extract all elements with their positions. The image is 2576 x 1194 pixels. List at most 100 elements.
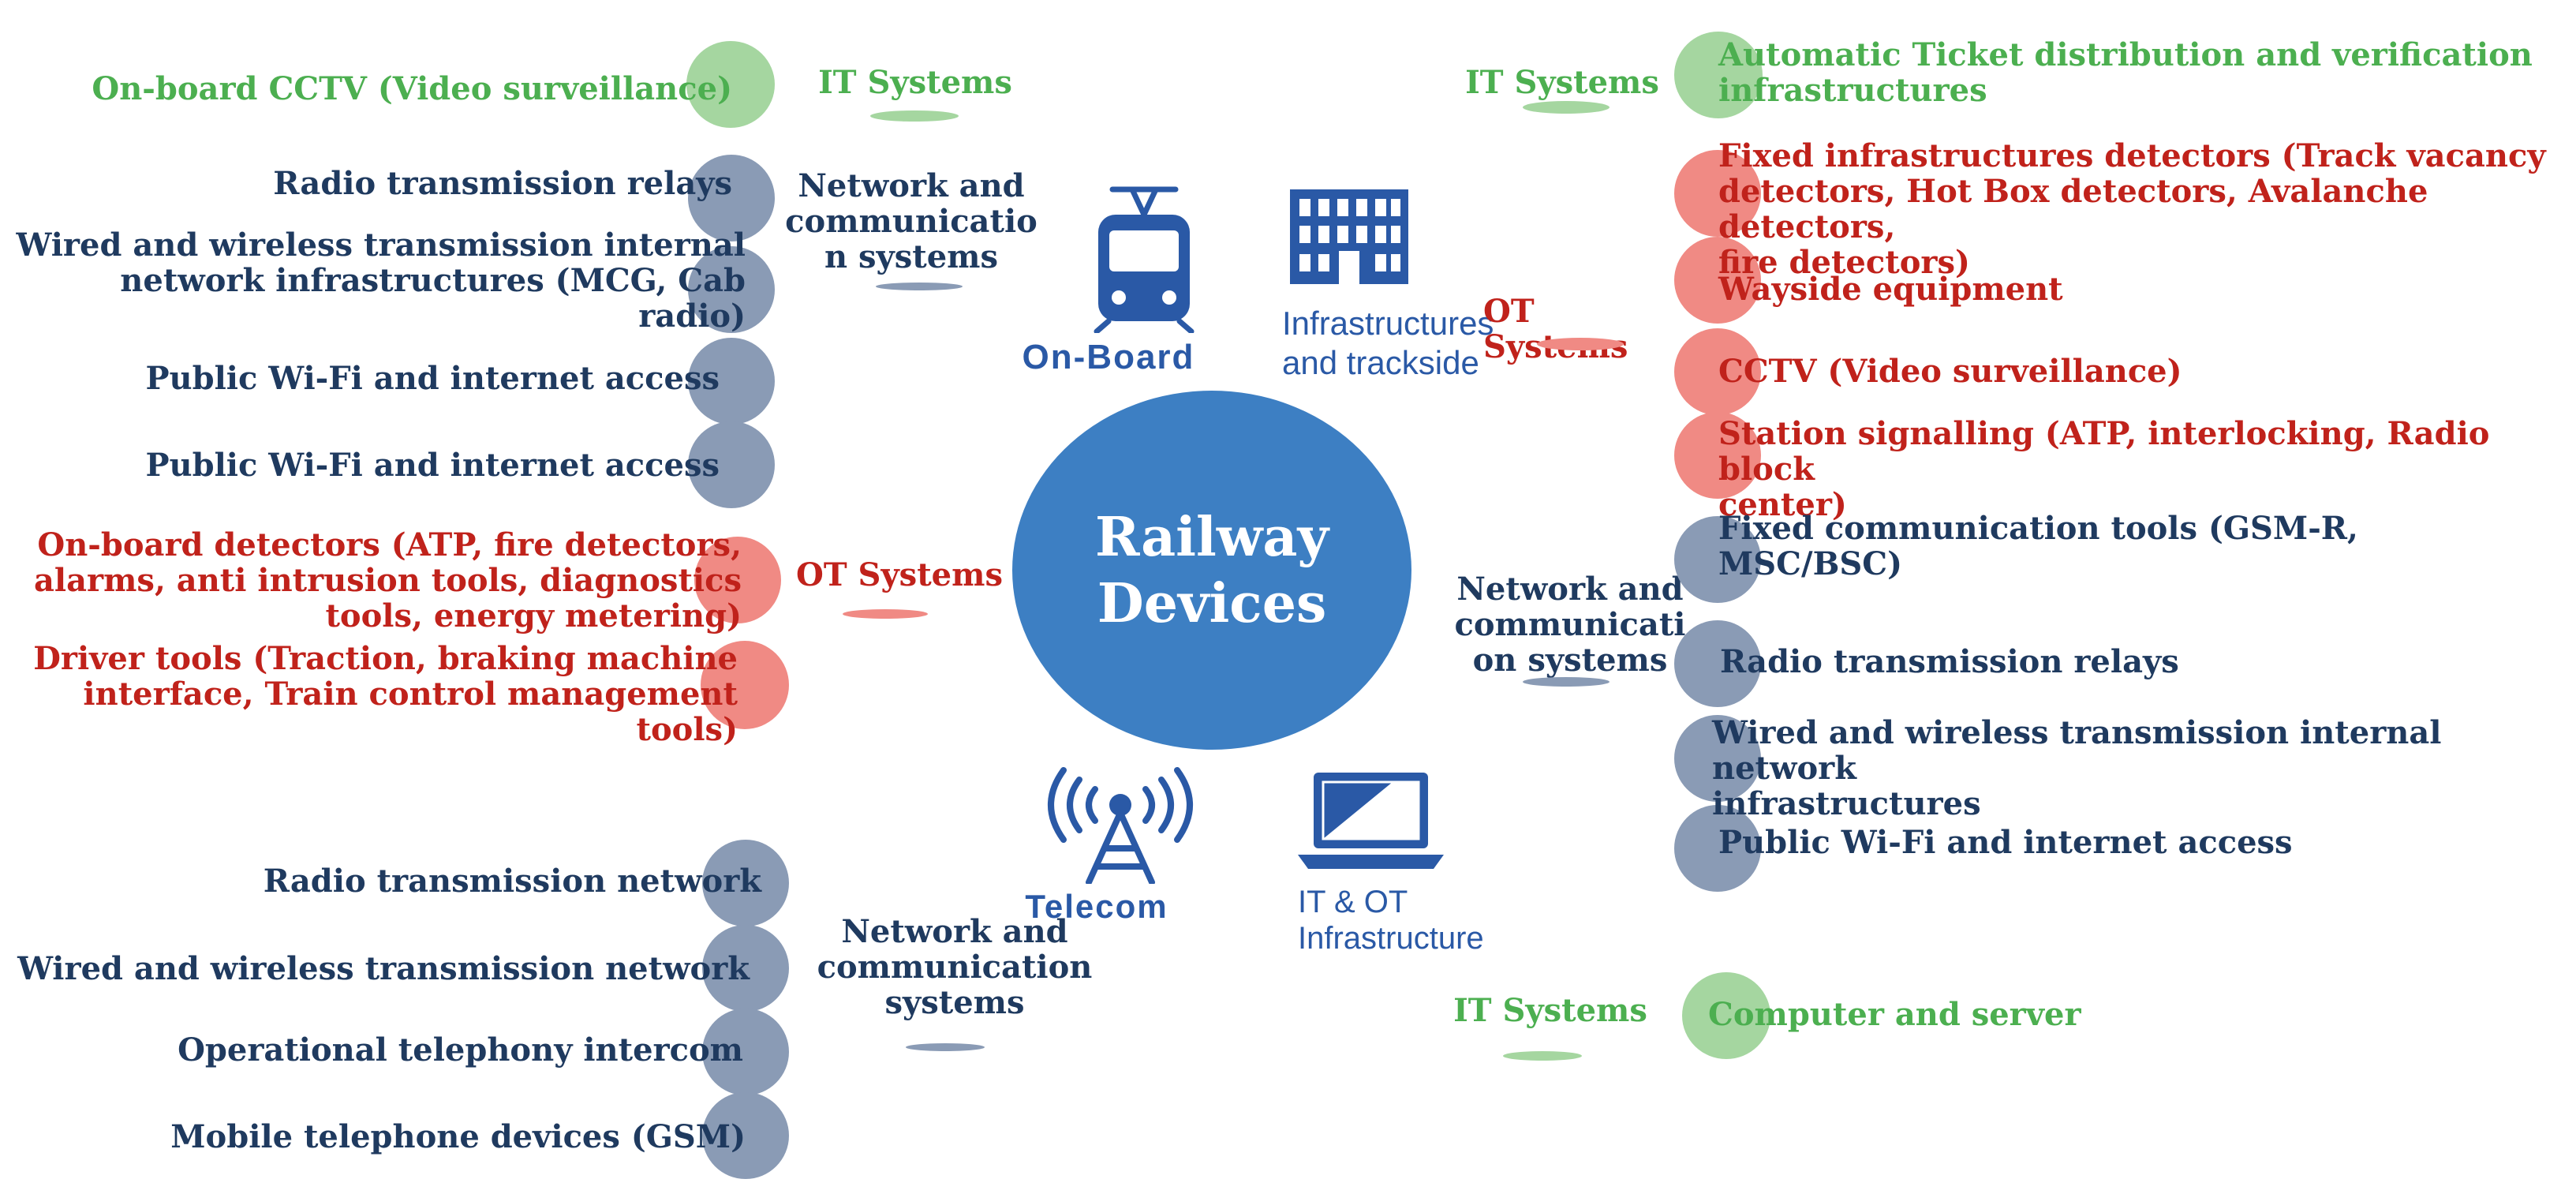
left-item-wired-line1: Wired and wireless transmission internal bbox=[16, 226, 746, 264]
right-dot-signalling bbox=[1674, 412, 1761, 499]
telecom-network-line3: systems bbox=[884, 984, 1025, 1021]
right-item-fixed-detectors-line1: Fixed infrastructures detectors (Track v… bbox=[1718, 137, 2546, 174]
center-node: Railway Devices bbox=[1012, 391, 1411, 750]
right-item-ticket-line2: infrastructures bbox=[1718, 72, 1987, 109]
infra-ot-category: OT Systems bbox=[1483, 293, 1628, 365]
right-item-ticket: Automatic Ticket distribution and verifi… bbox=[1718, 37, 2555, 108]
left-item-wired: Wired and wireless transmission internal… bbox=[16, 227, 746, 334]
right-dot-fixed-detectors bbox=[1674, 150, 1761, 237]
right-item-radio-relays: Radio transmission relays bbox=[1720, 643, 2179, 680]
infra-it-category: IT Systems bbox=[1465, 64, 1659, 101]
itot-it-category: IT Systems bbox=[1453, 992, 1647, 1029]
left-item-wired-network: Wired and wireless transmission network bbox=[17, 950, 750, 987]
onboard-it-category: IT Systems bbox=[818, 64, 1012, 101]
train-icon bbox=[1094, 186, 1195, 333]
left-item-detectors-line2: alarms, anti intrusion tools, diagnostic… bbox=[34, 562, 742, 599]
itot-it-underline bbox=[1503, 1051, 1582, 1061]
left-dot-mobile bbox=[702, 1092, 789, 1179]
left-item-detectors-line3: tools, energy metering) bbox=[325, 597, 742, 634]
left-dot-cctv bbox=[686, 41, 775, 128]
telecom-network-line1: Network and bbox=[841, 913, 1068, 950]
telecom-network-line2: communication bbox=[817, 949, 1093, 986]
right-item-wifi: Public Wi-Fi and internet access bbox=[1718, 824, 2293, 861]
left-item-wired-line2: network infrastructures (MCG, Cab radio) bbox=[120, 262, 746, 335]
onboard-ot-underline bbox=[843, 609, 928, 619]
left-item-driver: Driver tools (Traction, braking machine … bbox=[8, 641, 738, 747]
itot-network-category: Network and communicati on systems bbox=[1420, 571, 1720, 678]
left-item-mobile: Mobile telephone devices (GSM) bbox=[170, 1118, 746, 1155]
left-dot-detectors bbox=[694, 537, 781, 623]
right-item-wired: Wired and wireless transmission internal… bbox=[1712, 715, 2564, 822]
onboard-ot-category: OT Systems bbox=[796, 556, 1003, 593]
left-item-radio-relays: Radio transmission relays bbox=[273, 165, 732, 202]
left-item-wifi1: Public Wi-Fi and internet access bbox=[145, 360, 720, 397]
infra-label-line2: and trackside bbox=[1282, 344, 1479, 381]
right-item-fixed-comm-line2: MSC/BSC) bbox=[1718, 545, 1903, 582]
left-dot-wired bbox=[688, 246, 775, 333]
infra-label: Infrastructures and trackside bbox=[1282, 304, 1495, 383]
left-item-detectors-line1: On-board detectors (ATP, fire detectors, bbox=[37, 526, 742, 563]
itot-label: IT & OT Infrastructure bbox=[1298, 884, 1519, 956]
right-dot-fixed-comm bbox=[1674, 516, 1761, 603]
center-title-line1: Railway bbox=[1095, 505, 1329, 569]
onboard-network-line2: communicatio bbox=[785, 203, 1038, 240]
itot-label-line2: Infrastructure bbox=[1298, 921, 1484, 956]
telecom-network-underline bbox=[906, 1043, 985, 1051]
onboard-label: On-Board bbox=[1022, 338, 1195, 376]
right-item-signalling-line1: Station signalling (ATP, interlocking, R… bbox=[1718, 415, 2490, 488]
left-item-radio-network: Radio transmission network bbox=[263, 863, 761, 900]
itot-network-underline bbox=[1523, 677, 1610, 687]
building-icon bbox=[1290, 189, 1408, 284]
right-item-wired-line2: infrastructures bbox=[1712, 785, 1981, 822]
right-dot-computer bbox=[1682, 972, 1770, 1059]
left-dot-wifi2 bbox=[688, 421, 775, 508]
telecom-network-category: Network and communication systems bbox=[805, 914, 1105, 1020]
left-item-detectors: On-board detectors (ATP, fire detectors,… bbox=[16, 527, 742, 634]
left-dot-radio-relays bbox=[688, 155, 775, 241]
infra-ot-underline bbox=[1537, 338, 1624, 350]
right-dot-wired bbox=[1674, 715, 1761, 802]
right-item-fixed-detectors-line3: fire detectors) bbox=[1718, 244, 1970, 281]
right-item-fixed-detectors-line2: detectors, Hot Box detectors, Avalanche … bbox=[1718, 173, 2428, 245]
itot-label-line1: IT & OT bbox=[1298, 885, 1408, 919]
center-title: Railway Devices bbox=[1095, 504, 1329, 637]
right-dot-ticket bbox=[1674, 32, 1763, 118]
right-item-ticket-line1: Automatic Ticket distribution and verifi… bbox=[1718, 36, 2533, 73]
center-title-line2: Devices bbox=[1097, 571, 1327, 635]
right-item-signalling: Station signalling (ATP, interlocking, R… bbox=[1718, 416, 2570, 522]
left-item-driver-line1: Driver tools (Traction, braking machine bbox=[33, 640, 738, 677]
antenna-icon bbox=[1048, 767, 1193, 884]
onboard-network-underline bbox=[876, 283, 963, 290]
left-item-telephony: Operational telephony intercom bbox=[178, 1031, 743, 1069]
itot-network-line2: communicati bbox=[1454, 606, 1686, 643]
laptop-icon bbox=[1298, 773, 1444, 869]
onboard-network-category: Network and communicatio n systems bbox=[777, 168, 1045, 275]
right-item-wayside: Wayside equipment bbox=[1718, 271, 2063, 308]
left-dot-telephony bbox=[702, 1009, 789, 1095]
right-dot-radio-relays bbox=[1674, 620, 1761, 707]
right-item-fixed-comm: Fixed communication tools (GSM-R, MSC/BS… bbox=[1718, 511, 2428, 582]
telecom-label: Telecom bbox=[1025, 888, 1168, 925]
itot-network-line3: on systems bbox=[1472, 642, 1668, 679]
onboard-network-line3: n systems bbox=[824, 238, 999, 275]
right-dot-cctv bbox=[1674, 328, 1761, 415]
onboard-it-underline bbox=[870, 110, 959, 122]
right-dot-wayside bbox=[1674, 237, 1761, 324]
right-item-computer: Computer and server bbox=[1708, 996, 2081, 1033]
infra-it-underline bbox=[1523, 101, 1610, 114]
left-item-wifi2: Public Wi-Fi and internet access bbox=[145, 447, 720, 484]
left-dot-radio-network bbox=[702, 840, 789, 926]
left-dot-wired-network bbox=[702, 925, 789, 1012]
right-item-wired-line1: Wired and wireless transmission internal… bbox=[1712, 714, 2442, 787]
left-dot-wifi1 bbox=[688, 338, 775, 425]
right-dot-wifi bbox=[1674, 805, 1761, 892]
left-dot-driver bbox=[701, 641, 789, 729]
right-item-fixed-comm-line1: Fixed communication tools (GSM-R, bbox=[1718, 510, 2358, 547]
itot-network-line1: Network and bbox=[1456, 571, 1684, 608]
right-item-fixed-detectors: Fixed infrastructures detectors (Track v… bbox=[1718, 138, 2570, 280]
left-item-driver-line2: interface, Train control management tool… bbox=[83, 676, 738, 748]
left-item-cctv: On-board CCTV (Video surveillance) bbox=[92, 70, 732, 107]
right-item-signalling-line2: center) bbox=[1718, 486, 1847, 523]
infra-label-line1: Infrastructures bbox=[1282, 305, 1494, 342]
right-item-cctv: CCTV (Video surveillance) bbox=[1718, 353, 2182, 390]
